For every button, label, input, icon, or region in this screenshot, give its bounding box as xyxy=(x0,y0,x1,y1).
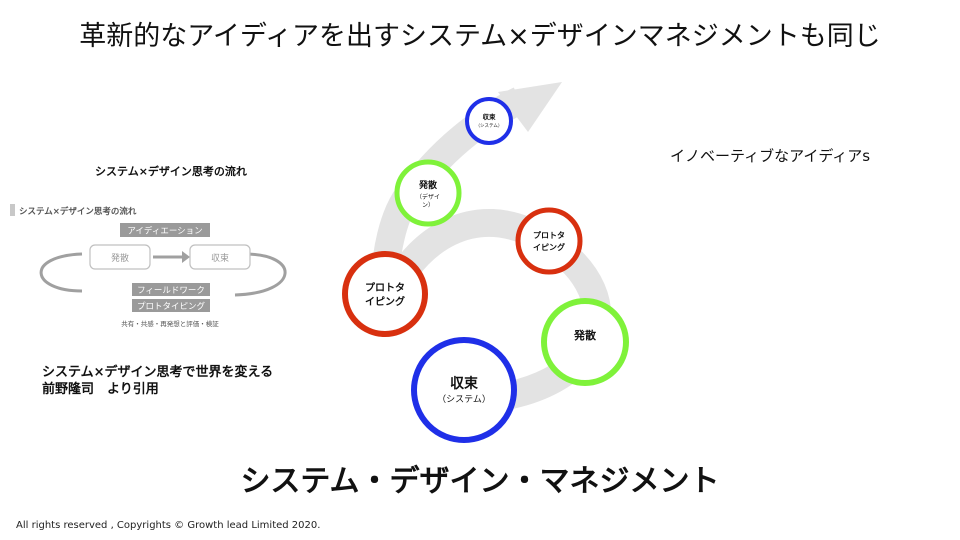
node-shuusoku-top: 収束 （システム） xyxy=(465,97,513,145)
node-shuusoku-large-label: 収束 xyxy=(450,375,479,392)
citation-author: 前野隆司 より引用 xyxy=(42,382,159,397)
converge-box xyxy=(189,244,251,270)
node-proto-large: プロトタ イピング xyxy=(342,251,428,337)
diverge-to-converge-arrowhead xyxy=(182,251,190,263)
fieldwork-bar-label: フィールドワーク xyxy=(137,286,205,296)
citation: システム×デザイン思考で世界を変える 前野隆司 より引用 xyxy=(42,364,273,398)
figure-header-text: システム×デザイン思考の流れ xyxy=(19,206,137,217)
spiral-arrowhead xyxy=(498,82,562,132)
node-hassan-right: 発散 xyxy=(541,298,629,386)
ideation-bar xyxy=(120,223,210,237)
node-proto-small-line2: イピング xyxy=(533,242,565,252)
node-proto-small-line1: プロトタ xyxy=(533,230,565,240)
fieldwork-bar xyxy=(132,283,210,296)
design-thinking-flow-figure: システム×デザイン思考の流れ アイディエーション 発散 収束 フィールドワーク … xyxy=(10,204,287,328)
diverge-box xyxy=(89,244,151,270)
node-shuusoku-top-label: 収束 xyxy=(483,112,497,121)
prototyping-bar xyxy=(132,299,210,312)
figure-caption: 共有・共感・再発想と評価・検証 xyxy=(121,319,219,328)
node-hassan-left-line3: ン） xyxy=(422,202,434,209)
right-loop-arrow xyxy=(234,252,287,297)
system-design-management-label: システム・デザイン・マネジメント xyxy=(240,464,720,499)
left-loop-arrow xyxy=(39,252,83,293)
citation-book-title: システム×デザイン思考で世界を変える xyxy=(42,365,274,380)
converge-box-label: 収束 xyxy=(211,252,229,264)
ideation-bar-label: アイディエーション xyxy=(127,226,202,237)
copyright-notice: All rights reserved , Copyrights © Growt… xyxy=(16,520,321,531)
node-shuusoku-large: 収束 （システム） xyxy=(411,337,517,443)
node-shuusoku-top-sub: （システム） xyxy=(476,123,503,129)
node-hassan-left-line2: （デザイ xyxy=(416,193,440,201)
node-proto-large-line1: プロトタ xyxy=(365,281,405,294)
innovative-ideas-label: イノベーティブなアイディアs xyxy=(670,147,871,165)
page-title: 革新的なアイディアを出すシステム×デザインマネジメントも同じ xyxy=(79,21,881,52)
node-hassan-left-line1: 発散 xyxy=(418,179,438,191)
prototyping-bar-label: プロトタイピング xyxy=(137,301,206,312)
node-hassan-right-label: 発散 xyxy=(573,328,597,342)
figure-header-marker xyxy=(10,204,15,216)
diverge-box-label: 発散 xyxy=(111,252,129,264)
node-hassan-left: 発散 （デザイ ン） xyxy=(394,159,462,227)
node-proto-large-line2: イピング xyxy=(365,295,405,308)
node-shuusoku-large-sub: （システム） xyxy=(437,394,491,405)
left-panel-heading: システム×デザイン思考の流れ xyxy=(95,165,247,178)
node-proto-small: プロトタ イピング xyxy=(515,207,583,275)
